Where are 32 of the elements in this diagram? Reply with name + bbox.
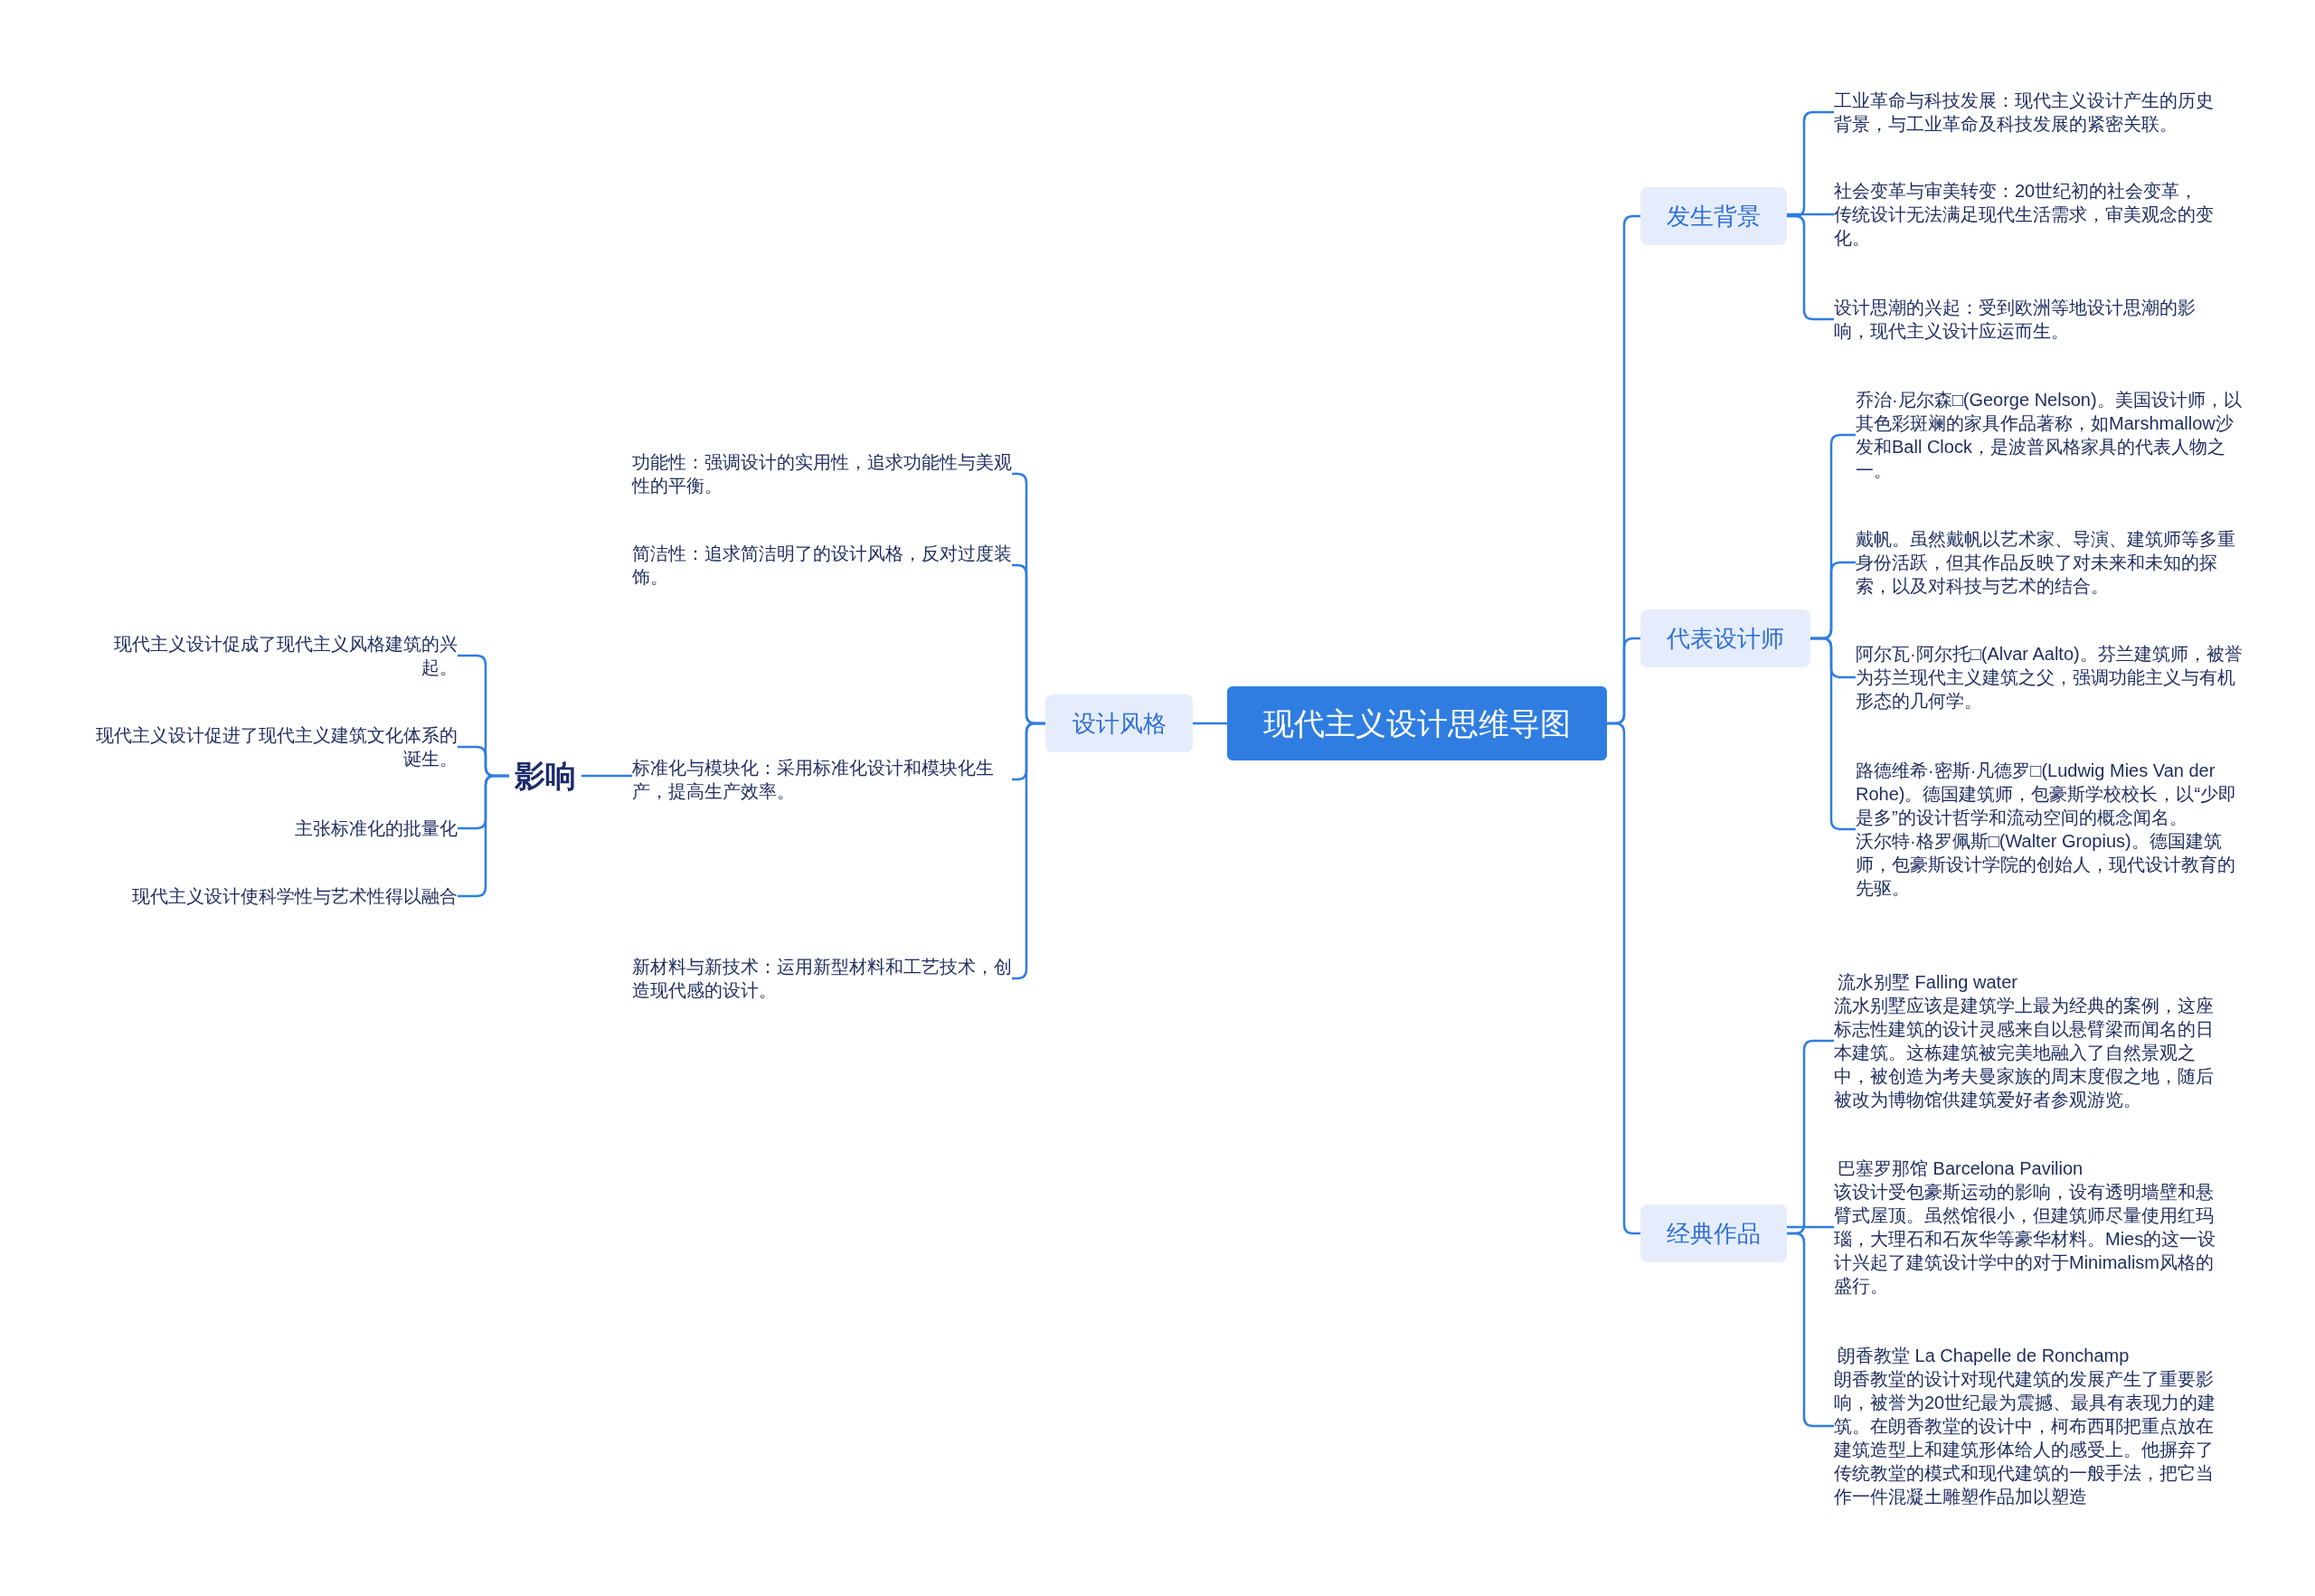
- leaf-text: 新材料与新技术：运用新型材料和工艺技术，创造现代感的设计。: [632, 955, 1012, 1002]
- connector-line: [581, 774, 632, 778]
- leaf-text: 设计思潮的兴起：受到欧洲等地设计思潮的影响，现代主义设计应运而生。: [1834, 296, 2214, 343]
- branch-topic: 经典作品: [1640, 1204, 1787, 1262]
- leaf-text: 现代主义设计使科学性与艺术性得以融合: [81, 884, 458, 908]
- leaf-text: 主张标准化的批量化: [81, 817, 458, 840]
- leaf-text: 工业革命与科技发展：现代主义设计产生的历史背景，与工业革命及科技发展的紧密关联。: [1834, 89, 2214, 136]
- connector-line: [1193, 722, 1227, 725]
- leaf-text: 路德维希·密斯·凡德罗□(Ludwig Mies Van der Rohe)。德国建筑师，包豪斯学校校长，以“少即是多”的设计哲学和流动空间的概念闻名。: [1856, 760, 2238, 829]
- work-title: 朗香教堂 La Chapelle de Ronchamp: [1837, 1345, 2131, 1367]
- leaf-text: 现代主义设计促成了现代主义风格建筑的兴起。: [81, 632, 458, 679]
- leaf-text: 乔治·尼尔森□(George Nelson)。美国设计师，以其色彩斑斓的家具作品著称，如Marshmallow沙发和Ball Clock，是波普风格家具的代表人物之一。: [1856, 388, 2244, 482]
- connector-line: [1787, 212, 1834, 216]
- leaf-text: 现代主义设计促进了现代主义建筑文化体系的诞生。: [81, 723, 458, 770]
- branch-topic: 代表设计师: [1640, 609, 1810, 667]
- work-description: 该设计受包豪斯运动的影响，设有透明墙壁和悬臂式屋顶。虽然馆很小，但建筑师尽量使用红玛瑙，大理石和石灰华等豪华材料。Mies的这一设计兴起了建筑设计学中的对于Minimalism风格的盛行。: [1834, 1181, 2217, 1298]
- subtopic-text: 影响: [509, 754, 581, 798]
- work-title: 巴塞罗那馆 Barcelona Pavilion: [1837, 1157, 2084, 1180]
- central-topic: 现代主义设计思维导图: [1227, 686, 1607, 760]
- work-description: 流水别墅应该是建筑学上最为经典的案例，这座标志性建筑的设计灵感来自以悬臂梁而闻名的日本建筑。这栋建筑被完美地融入了自然景观之中，被创造为考夫曼家族的周末度假之地，随后被改为博物馆供建筑爱好者参观游览。: [1834, 995, 2215, 1111]
- leaf-text: 沃尔特·格罗佩斯□(Walter Gropius)。德国建筑师，包豪斯设计学院的创始人，现代设计教育的先驱。: [1856, 830, 2236, 900]
- connector-line: [1787, 1225, 1834, 1229]
- leaf-text: 阿尔瓦·阿尔托□(Alvar Aalto)。芬兰建筑师，被誉为芬兰现代主义建筑之父，强调功能主义与有机形态的几何学。: [1856, 642, 2244, 713]
- branch-topic: 发生背景: [1640, 187, 1787, 245]
- leaf-text: 社会变革与审美转变：20世纪初的社会变革，传统设计无法满足现代生活需求，审美观念的变化。: [1834, 179, 2214, 250]
- leaf-text: 标准化与模块化：采用标准化设计和模块化生产，提高生产效率。: [632, 756, 1012, 803]
- leaf-text: 简洁性：追求简洁明了的设计风格，反对过度装饰。: [632, 542, 1012, 589]
- branch-topic: 设计风格: [1045, 694, 1193, 752]
- leaf-text: 戴帆。虽然戴帆以艺术家、导演、建筑师等多重身份活跃，但其作品反映了对未来和未知的探索，以及对科技与艺术的结合。: [1856, 527, 2244, 598]
- work-title: 流水别墅 Falling water: [1837, 971, 2018, 994]
- leaf-text: 功能性：强调设计的实用性，追求功能性与美观性的平衡。: [632, 450, 1012, 497]
- work-description: 朗香教堂的设计对现代建筑的发展产生了重要影响，被誉为20世纪最为震撼、最具有表现力的建筑。在朗香教堂的设计中，柯布西耶把重点放在建筑造型上和建筑形体给人的感受上。他摒弃了传统教堂的模式和现代建筑的一般手法，把它当作一件混凝土雕塑作品加以塑造: [1834, 1368, 2217, 1508]
